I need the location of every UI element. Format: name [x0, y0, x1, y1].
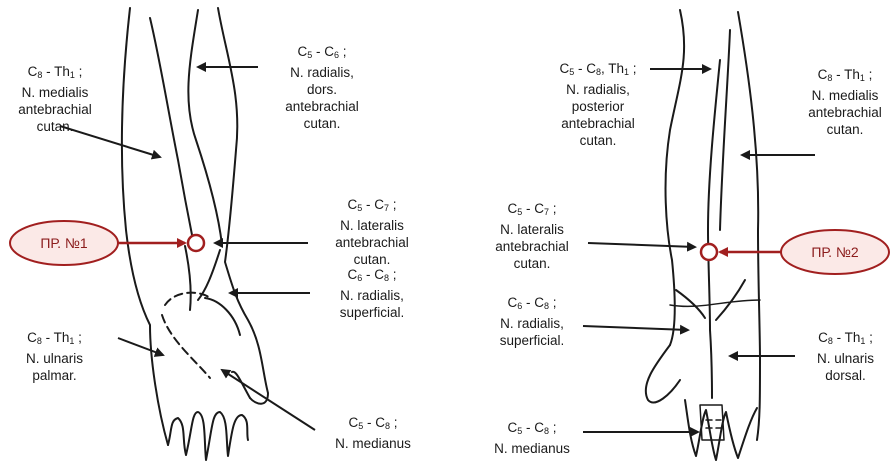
right-thumb — [646, 345, 680, 402]
nerve-label-line: palmar. — [2, 367, 107, 384]
nerve-label-line: cutan. — [478, 255, 586, 272]
arrow-right-lateral — [588, 243, 695, 247]
nerve-label-line: cutan. — [262, 115, 382, 132]
label-left-radial-superficial: C6 - C8 ;N. radialis,superficial. — [312, 266, 432, 321]
label-left-median: C5 - C8 ;N. medianus — [318, 414, 428, 452]
nerve-label-line: N. medianus — [318, 435, 428, 452]
nerve-label-line: N. lateralis — [312, 217, 432, 234]
left-hand — [168, 412, 248, 460]
nerve-label-line: N. medialis — [795, 87, 895, 104]
nerve-label-line: N. ulnaris — [2, 350, 107, 367]
segment-header: C6 - C8 ; — [478, 294, 586, 315]
segment-header: C5 - C7 ; — [312, 196, 432, 217]
nerve-label-line: superficial. — [478, 332, 586, 349]
segment-header: C5 - C7 ; — [478, 200, 586, 221]
label-right-radial-superficial: C6 - C8 ;N. radialis,superficial. — [478, 294, 586, 349]
nerve-label-line: antebrachial — [312, 234, 432, 251]
nerve-label-line: N. ulnaris — [798, 350, 893, 367]
left-palm-crease — [205, 298, 240, 335]
segment-header: C8 - Th1 ; — [795, 66, 895, 87]
nerve-label-line: posterior — [538, 98, 658, 115]
nerve-label-line: N. lateralis — [478, 221, 586, 238]
nerve-label-line: cutan. — [0, 118, 110, 135]
right-point-group: ПР. №2 — [701, 230, 889, 274]
right-dorsal-midline — [708, 60, 720, 398]
nerve-label-line: antebrachial — [0, 101, 110, 118]
right-wrist-cuff — [670, 300, 760, 306]
segment-header: C8 - Th1 ; — [798, 329, 893, 350]
arrow-right-radial-superficial — [583, 326, 688, 330]
segment-header: C5 - C8 ; — [318, 414, 428, 435]
left-palm-dashed — [162, 293, 210, 378]
left-point-badge-text: ПР. №1 — [40, 235, 88, 251]
segment-header: C8 - Th1 ; — [2, 329, 107, 350]
right-medial-boundary — [720, 30, 730, 230]
nerve-label-line: superficial. — [312, 304, 432, 321]
nerve-label-line: dors. — [262, 81, 382, 98]
nerve-label-line: antebrachial — [795, 104, 895, 121]
right-arm-outline-ulnar — [738, 12, 760, 440]
label-right-median: C5 - C8 ;N. medianus — [478, 419, 586, 457]
nerve-label-line: cutan. — [795, 121, 895, 138]
segment-header: C6 - C8 ; — [312, 266, 432, 287]
right-hand — [685, 400, 757, 460]
nerve-label-line: N. radialis, — [312, 287, 432, 304]
nerve-label-line: dorsal. — [798, 367, 893, 384]
nerve-label-line: N. radialis, — [538, 81, 658, 98]
nerve-label-line: antebrachial — [478, 238, 586, 255]
nerve-label-line: N. medianus — [478, 440, 586, 457]
right-point-badge-text: ПР. №2 — [811, 244, 859, 260]
nerve-label-line: antebrachial — [538, 115, 658, 132]
segment-header: C8 - Th1 ; — [0, 63, 110, 84]
nerve-label-line: antebrachial — [262, 98, 382, 115]
left-radial-boundary — [188, 10, 222, 245]
nerve-label-line: N. medialis — [0, 84, 110, 101]
right-acupoint[interactable] — [701, 244, 717, 260]
segment-header: C5 - C6 ; — [262, 43, 382, 64]
left-point-group: ПР. №1 — [10, 221, 204, 265]
left-acupoint[interactable] — [188, 235, 204, 251]
left-thumb — [232, 372, 250, 398]
nerve-label-line: cutan. — [538, 132, 658, 149]
left-medial-boundary — [150, 18, 193, 240]
arrow-left-ulnar-palmar — [118, 338, 163, 355]
nerve-label-line: N. radialis, — [478, 315, 586, 332]
nerve-label-line: N. radialis, — [262, 64, 382, 81]
right-arm — [646, 10, 760, 460]
segment-header: C5 - C8 ; — [478, 419, 586, 440]
segment-header: C5 - C8, Th1 ; — [538, 60, 658, 81]
